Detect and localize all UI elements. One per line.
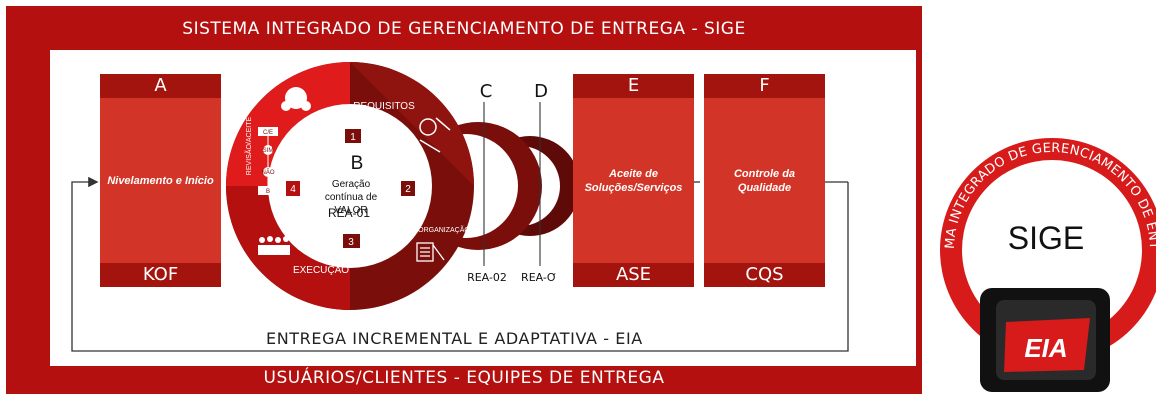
badge-title: SIGE	[1008, 220, 1084, 256]
stage-e-box: E Aceite de Soluções/Serviços ASE	[573, 74, 694, 287]
increment-d-letter: D	[534, 81, 548, 102]
step-4-label: 4	[290, 184, 296, 195]
stage-a-code: KOF	[100, 263, 221, 287]
svg-text:C/E: C/E	[263, 130, 273, 136]
organization-icon	[416, 242, 445, 262]
phase-revisao-label: REVISÃO/ACEITE	[244, 117, 253, 176]
step-3-marker	[343, 234, 360, 248]
increment-c-code: REA-02	[467, 271, 507, 284]
requirements-icon	[419, 117, 451, 153]
team-icon	[258, 236, 290, 255]
stage-a-text: Nivelamento e Início	[107, 174, 214, 187]
cycle-center	[268, 104, 432, 268]
cycle-letter: B	[351, 153, 364, 174]
review-checklist-icon	[258, 127, 278, 195]
step-1-marker	[345, 129, 361, 143]
stage-e-letter: E	[573, 74, 694, 98]
stage-e-text: Aceite de Soluções/Serviços	[584, 167, 683, 194]
stage-a-box: A Nivelamento e Início KOF	[100, 74, 221, 287]
stage-f-letter: F	[704, 74, 825, 98]
feedback-loop-line	[71, 176, 849, 352]
stage-a-letter: A	[100, 74, 221, 98]
step-markers	[286, 129, 415, 248]
cycle-ring-shade	[350, 62, 474, 186]
increment-markers	[483, 102, 541, 266]
eia-logo-mark	[1004, 318, 1090, 372]
stage-f-box: F Controle da Qualidade CQS	[704, 74, 825, 287]
review-items: C/E SIM NÃO B	[261, 130, 274, 195]
increment-d-code: REA-Ơ	[521, 271, 557, 284]
step-2-label: 2	[405, 184, 411, 195]
eia-logo-text: EIA	[1024, 333, 1067, 363]
increment-c-letter: C	[480, 81, 493, 102]
stage-f-text: Controle da Qualidade	[733, 167, 796, 194]
loop-label: ENTREGA INCREMENTAL E ADAPTATIVA - EIA	[266, 329, 643, 348]
svg-text:SIM: SIM	[263, 148, 274, 154]
phase-execucao-label: EXECUÇÃO	[293, 263, 349, 276]
step-4-marker	[286, 181, 300, 196]
footer-title: USUÁRIOS/CLIENTES - EQUIPES DE ENTREGA	[263, 368, 665, 388]
step-1-label: 1	[350, 132, 356, 143]
step-3-label: 3	[348, 237, 354, 248]
cycle-code: REA-01	[328, 206, 370, 220]
phase-requisitos-label: REQUISITOS	[353, 101, 415, 112]
step-2-marker	[401, 181, 415, 196]
header-title: SISTEMA INTEGRADO DE GERENCIAMENTO DE EN…	[182, 19, 746, 39]
cycle-center-text: Geração contínua de VALOR	[324, 179, 378, 216]
phase-organizacao-label: ORGANIZAÇÃO	[418, 225, 470, 234]
svg-text:B: B	[266, 189, 270, 195]
stakeholders-icon	[281, 87, 311, 111]
svg-text:NÃO: NÃO	[261, 169, 274, 176]
stage-e-code: ASE	[573, 263, 694, 287]
stage-f-code: CQS	[704, 263, 825, 287]
